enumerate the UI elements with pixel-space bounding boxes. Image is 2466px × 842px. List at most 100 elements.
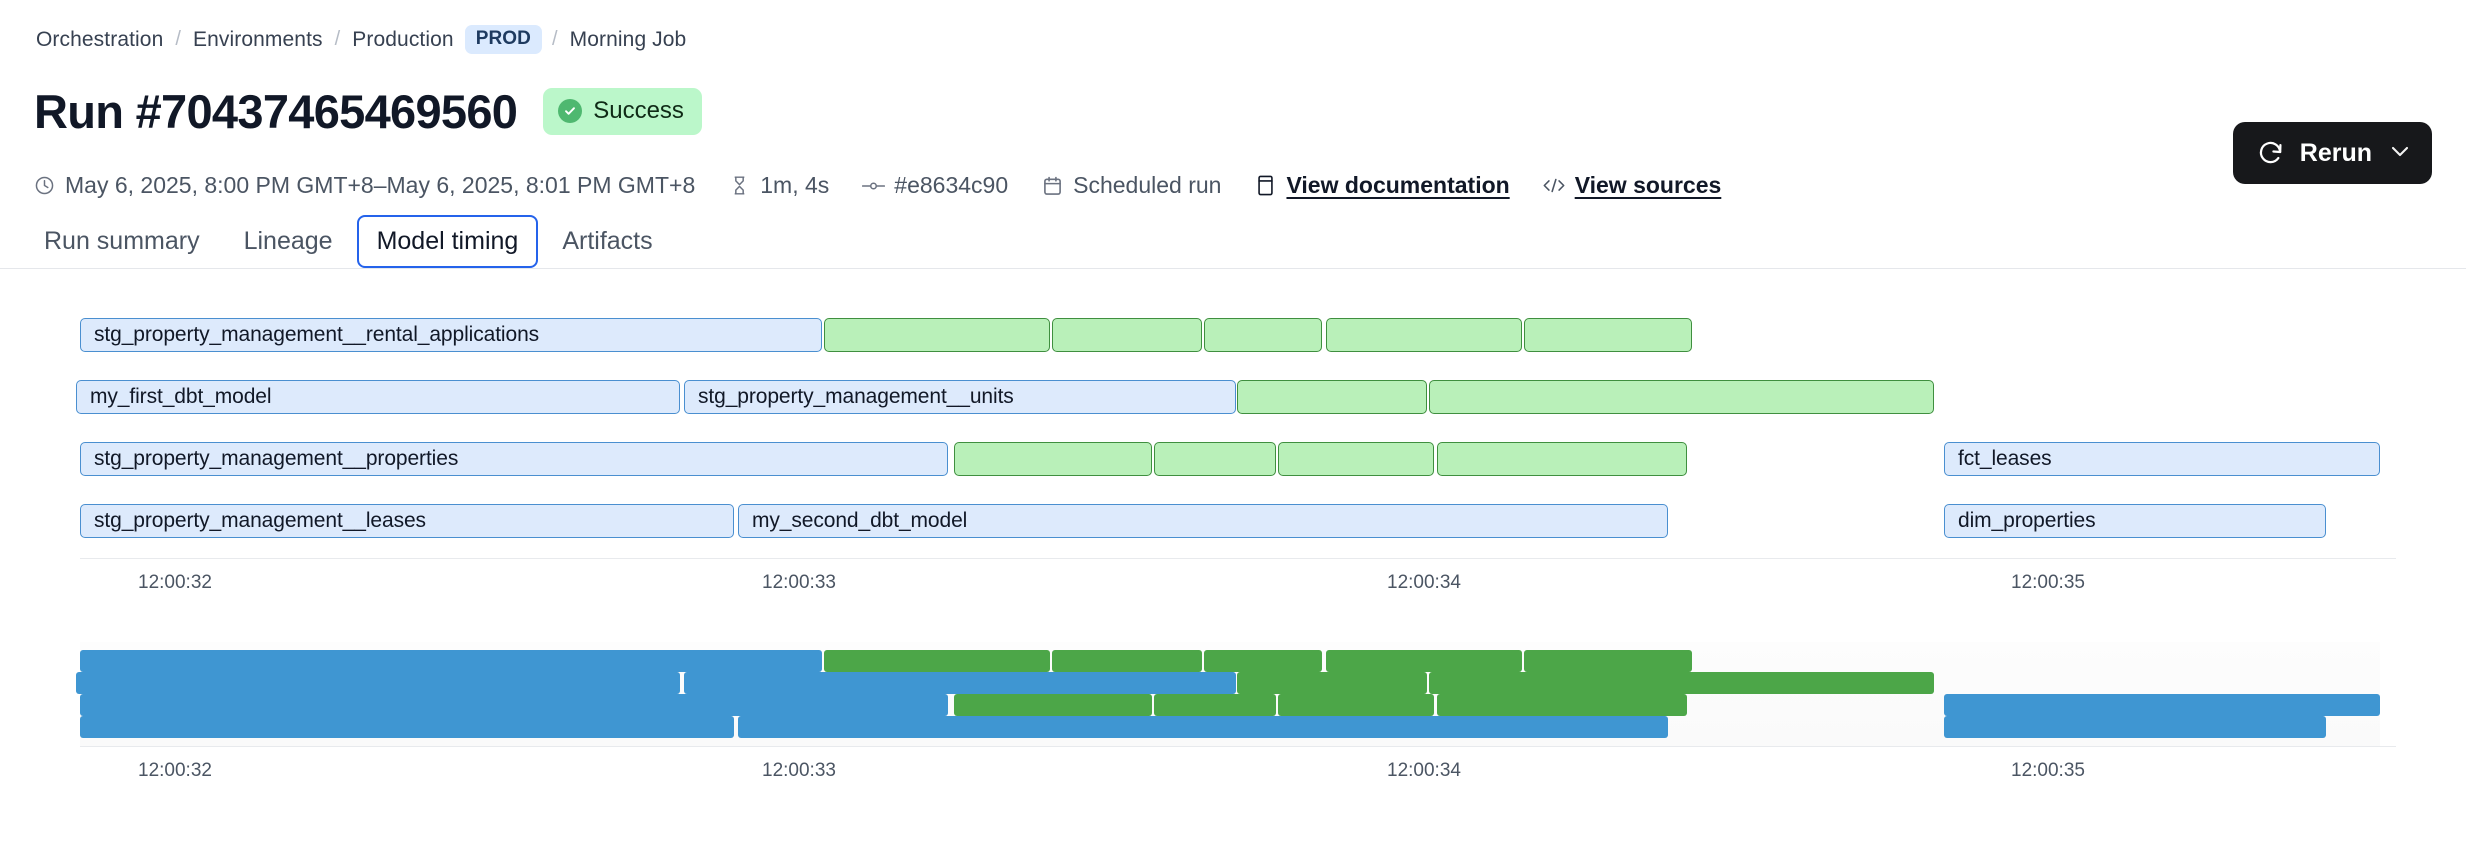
model-timing-gantt: stg_property_management__rental_applicat… xyxy=(0,300,2466,600)
view-documentation-label[interactable]: View documentation xyxy=(1286,172,1510,198)
gantt-bar-test[interactable] xyxy=(1237,380,1427,414)
meta-duration-text: 1m, 4s xyxy=(760,172,830,198)
tab-run-summary[interactable]: Run summary xyxy=(44,227,200,255)
book-icon xyxy=(1253,174,1277,198)
overview-bar[interactable] xyxy=(1052,650,1202,672)
meta-duration: 1m, 4s xyxy=(727,172,829,199)
gantt-bar-stg_property_management__leases[interactable]: stg_property_management__leases xyxy=(80,504,734,538)
gantt-bar-label: my_second_dbt_model xyxy=(752,509,968,532)
overview-bar[interactable] xyxy=(684,672,1236,694)
overview-bar[interactable] xyxy=(1429,672,1934,694)
rerun-button[interactable]: Rerun xyxy=(2232,122,2432,184)
breadcrumb-item-morning-job: Morning Job xyxy=(569,27,687,51)
overview-row xyxy=(0,694,2466,716)
meta-commit-text: #e8634c90 xyxy=(894,172,1009,198)
overview-bar[interactable] xyxy=(824,650,1050,672)
gantt-bar-fct_leases[interactable]: fct_leases xyxy=(1944,442,2380,476)
gantt-bar-label: stg_property_management__units xyxy=(698,385,1014,408)
gantt-bar-test[interactable] xyxy=(1524,318,1692,352)
overview-bar[interactable] xyxy=(1944,716,2326,738)
clock-icon xyxy=(32,174,56,198)
gantt-bar-my_second_dbt_model[interactable]: my_second_dbt_model xyxy=(738,504,1668,538)
meta-timerange-text: May 6, 2025, 8:00 PM GMT+8–May 6, 2025, … xyxy=(65,172,696,198)
overview-axis-tick-label: 12:00:33 xyxy=(762,760,836,781)
gantt-bar-test[interactable] xyxy=(1429,380,1934,414)
breadcrumb-item-environments[interactable]: Environments xyxy=(193,27,323,51)
breadcrumb-item-orchestration[interactable]: Orchestration xyxy=(36,27,164,51)
breadcrumb-item-prod[interactable]: PROD xyxy=(464,25,542,54)
overview-bar[interactable] xyxy=(1278,694,1434,716)
time-axis-ticks: 12:00:32 12:00:33 12:00:34 12:00:35 xyxy=(0,572,2466,596)
gantt-bar-dim_properties[interactable]: dim_properties xyxy=(1944,504,2326,538)
axis-tick-label: 12:00:34 xyxy=(1387,572,1461,593)
chevron-down-icon[interactable] xyxy=(2390,142,2410,164)
meta-timerange: May 6, 2025, 8:00 PM GMT+8–May 6, 2025, … xyxy=(32,172,695,199)
gantt-row: stg_property_management__properties fct_l… xyxy=(0,442,2466,476)
gantt-bar-test[interactable] xyxy=(954,442,1152,476)
gantt-bar-test[interactable] xyxy=(1204,318,1322,352)
overview-bar[interactable] xyxy=(1204,650,1322,672)
gantt-bar-label: stg_property_management__properties xyxy=(94,447,459,470)
gantt-bar-test[interactable] xyxy=(1437,442,1687,476)
gantt-bar-test[interactable] xyxy=(1154,442,1276,476)
run-meta-row: May 6, 2025, 8:00 PM GMT+8–May 6, 2025, … xyxy=(32,172,1721,199)
meta-trigger-text: Scheduled run xyxy=(1073,172,1222,198)
overview-bar[interactable] xyxy=(954,694,1152,716)
gantt-row: stg_property_management__rental_applicat… xyxy=(0,318,2466,352)
gantt-bar-stg_property_management__properties[interactable]: stg_property_management__properties xyxy=(80,442,948,476)
check-circle-icon xyxy=(558,99,583,123)
breadcrumb: Orchestration/Environments/Production/PR… xyxy=(34,25,688,54)
gantt-row: stg_property_management__leases my_second… xyxy=(0,504,2466,538)
page-title: Run #70437465469560 xyxy=(34,85,518,138)
overview-bar[interactable] xyxy=(80,716,734,738)
overview-bar[interactable] xyxy=(1944,694,2380,716)
gantt-bar-test[interactable] xyxy=(1278,442,1434,476)
title-row: Run #70437465469560 Success xyxy=(34,88,702,135)
meta-commit: #e8634c90 xyxy=(861,172,1008,199)
overview-bar[interactable] xyxy=(1437,694,1687,716)
overview-bar[interactable] xyxy=(738,716,1668,738)
overview-row xyxy=(0,716,2466,738)
meta-trigger: Scheduled run xyxy=(1040,172,1221,199)
time-axis-rule xyxy=(80,558,2396,559)
axis-tick-label: 12:00:35 xyxy=(2011,572,2085,593)
calendar-icon xyxy=(1040,174,1064,198)
code-icon xyxy=(1542,174,1566,198)
overview-bar[interactable] xyxy=(76,672,680,694)
gantt-bar-test[interactable] xyxy=(1052,318,1202,352)
gantt-bar-my_first_dbt_model[interactable]: my_first_dbt_model xyxy=(76,380,680,414)
axis-tick-label: 12:00:33 xyxy=(762,572,836,593)
gantt-bar-stg_property_management__units[interactable]: stg_property_management__units xyxy=(684,380,1236,414)
axis-tick-label: 12:00:32 xyxy=(138,572,212,593)
view-sources-label[interactable]: View sources xyxy=(1574,172,1722,198)
rerun-button-label: Rerun xyxy=(2299,138,2372,167)
overview-bar[interactable] xyxy=(1154,694,1276,716)
overview-bar[interactable] xyxy=(1237,672,1427,694)
tab-lineage[interactable]: Lineage xyxy=(243,227,333,255)
view-sources-link[interactable]: View sources xyxy=(1542,172,1722,199)
gantt-bar-label: stg_property_management__rental_applicat… xyxy=(94,323,540,346)
overview-axis-tick-label: 12:00:32 xyxy=(138,760,212,781)
tab-bar: Run summary Lineage Model timing Artifacts xyxy=(24,215,673,268)
status-badge-label: Success xyxy=(593,97,684,124)
overview-bar[interactable] xyxy=(1326,650,1522,672)
gantt-row: my_first_dbt_model stg_property_managemen… xyxy=(0,380,2466,414)
gantt-bar-stg_property_management__rental_applications[interactable]: stg_property_management__rental_applicat… xyxy=(80,318,822,352)
gantt-bar-test[interactable] xyxy=(1326,318,1522,352)
tab-bar-divider xyxy=(0,268,2466,269)
gantt-bar-test[interactable] xyxy=(824,318,1050,352)
overview-axis-tick-label: 12:00:34 xyxy=(1387,760,1461,781)
breadcrumb-item-production[interactable]: Production xyxy=(352,27,454,51)
overview-bar[interactable] xyxy=(1524,650,1692,672)
git-commit-icon xyxy=(861,174,885,198)
overview-bar[interactable] xyxy=(80,694,948,716)
tab-artifacts[interactable]: Artifacts xyxy=(562,227,653,255)
overview-row xyxy=(0,650,2466,672)
tab-model-timing[interactable]: Model timing xyxy=(356,215,539,268)
overview-bar[interactable] xyxy=(80,650,822,672)
status-badge: Success xyxy=(543,88,702,135)
view-documentation-link[interactable]: View documentation xyxy=(1253,172,1510,199)
gantt-bar-label: my_first_dbt_model xyxy=(90,385,272,408)
